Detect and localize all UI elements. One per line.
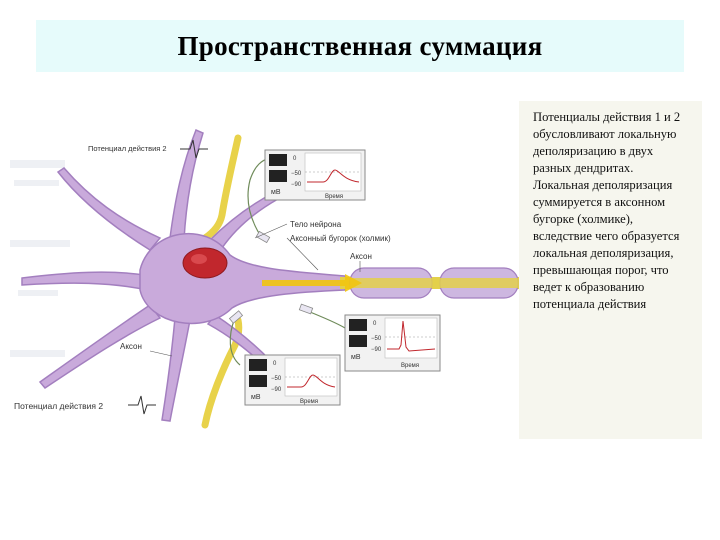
scope-top-tick-top: 0 [293,156,297,162]
label-axon: Аксон [350,252,372,261]
label-action-potential-top: Потенциал действия 2 [88,144,167,153]
label-axon-hillock: Аксонный бугорок (холмик) [290,234,391,243]
scope-axon-unit: мВ [351,354,361,361]
description-box: Потенциалы действия 1 и 2 обусловливают … [519,101,702,439]
spike-icon-top [180,139,208,159]
background-noise [10,160,70,357]
label-neuron-body: Тело нейрона [290,220,342,229]
scope-bottom-tick-mid: −50 [271,376,282,382]
leader-lines [149,223,361,357]
presynaptic-axon-1 [201,134,242,242]
axon [340,267,520,299]
nucleus [182,247,228,279]
slide-title: Пространственная суммация [177,30,543,61]
oscilloscope-axon: мВ 0 −50 −90 Время [344,314,441,372]
scope-top-tick-mid: −50 [291,171,302,177]
scope-bottom-unit: мВ [251,394,261,401]
presynaptic-axon-2 [201,316,243,429]
scope-bottom-tick-bot: −90 [271,387,282,393]
scope-axon-xlabel: Время [401,363,419,369]
description-text: Потенциалы действия 1 и 2 обусловливают … [533,110,681,311]
scope-bottom-xlabel: Время [300,399,318,405]
spike-icon-bottom [128,395,156,415]
neuron-diagram: мВ 0 −50 −90 Время мВ 0 −50 −90 Время [10,129,520,429]
scope-top-xlabel: Время [325,194,343,200]
oscilloscope-top: мВ 0 −50 −90 Время [264,149,366,201]
scope-axon-tick-bot: −90 [371,347,382,353]
scope-axon-tick-mid: −50 [371,336,382,342]
scope-top-tick-bot: −90 [291,182,302,188]
label-axon-left: Аксон [120,342,142,351]
neuron-figure: мВ 0 −50 −90 Время мВ 0 −50 −90 Время [0,120,520,440]
title-bar: Пространственная суммация [36,20,684,72]
scope-top-unit: мВ [271,189,281,196]
electrodes [228,230,314,324]
signal-arrow [262,274,362,292]
scope-axon-tick-top: 0 [373,321,377,327]
label-action-potential-bottom: Потенциал действия 2 [14,401,103,411]
oscilloscope-bottom: мВ 0 −50 −90 Время [244,354,341,406]
scope-bottom-tick-top: 0 [273,361,277,367]
